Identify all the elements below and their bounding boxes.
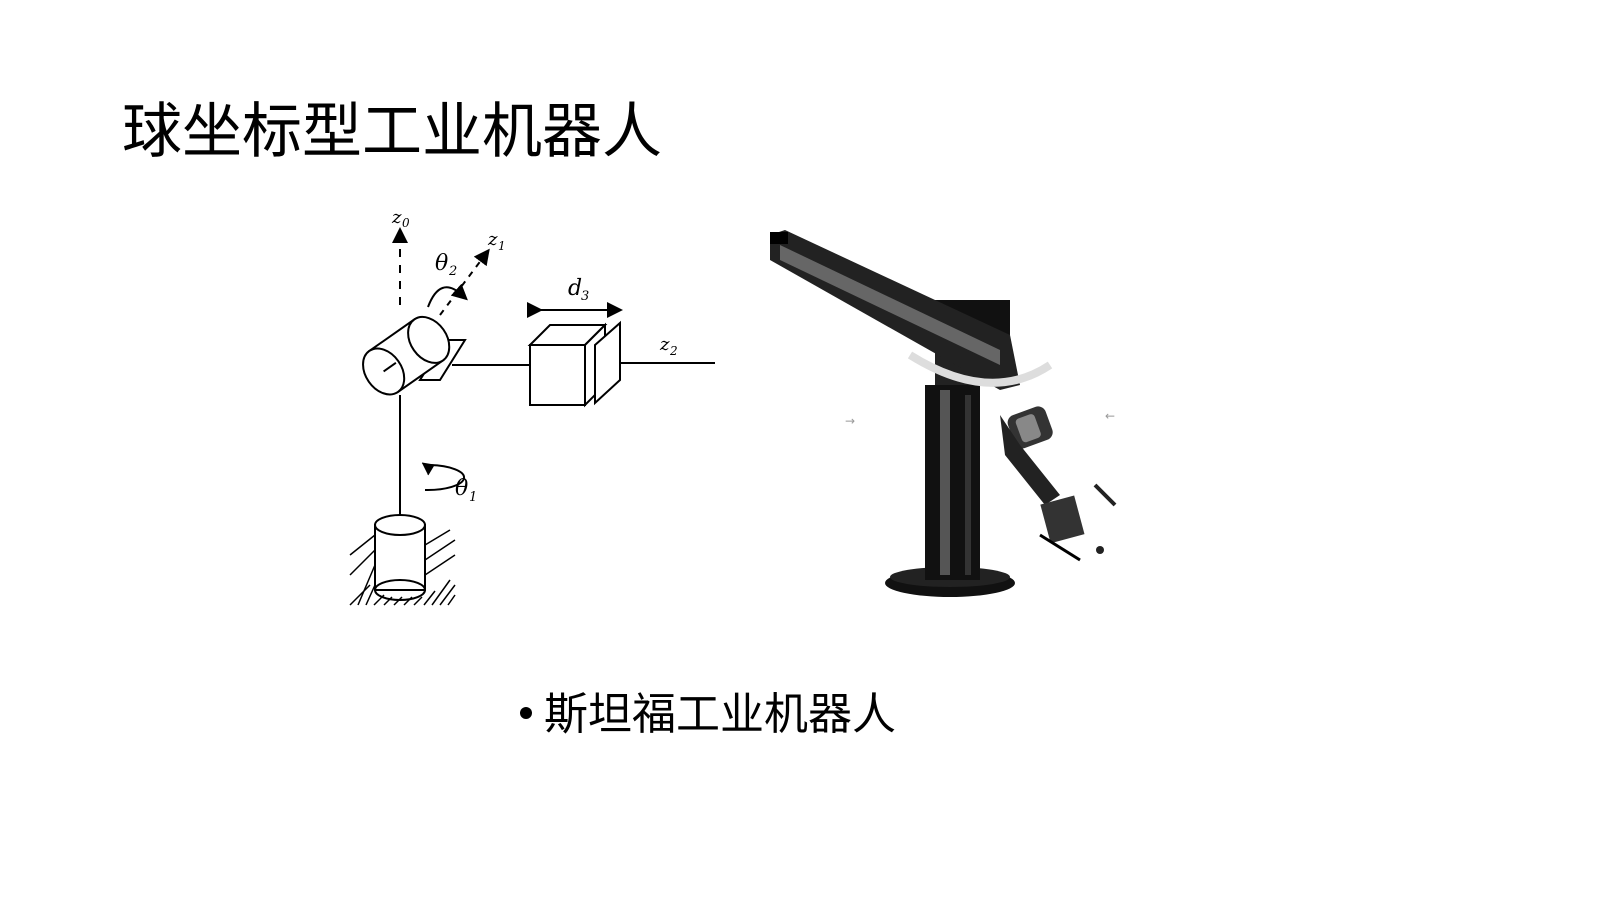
theta1-label: θ [455, 476, 468, 501]
base-cylinder [374, 514, 426, 601]
bullet-item: 斯坦福工业机器人 [520, 690, 896, 740]
theta1-arrowhead [421, 462, 435, 476]
z0-sub: 0 [402, 216, 410, 230]
theta2-label: θ [435, 251, 448, 276]
z0-label: z [391, 207, 402, 228]
svg-text:→: → [845, 414, 855, 428]
stanford-robot-photo: → ← [760, 215, 1180, 625]
d3-sub: 3 [581, 289, 589, 304]
ground-hatching [349, 529, 456, 606]
bullet-text: 斯坦福工业机器人 [544, 689, 896, 740]
d3-label: d [568, 276, 582, 301]
theta2-arc [427, 283, 468, 308]
svg-text:←: ← [1105, 409, 1115, 423]
z1-label: z [487, 229, 498, 250]
theta1-arc [424, 464, 466, 492]
z2-sub: 2 [669, 344, 678, 358]
slide-title: 球坐标型工业机器人 [122, 97, 662, 167]
theta1-sub: 1 [469, 490, 477, 505]
spherical-robot-diagram: z 0 z 1 θ 2 d 3 [349, 207, 715, 606]
shoulder-cylinder [362, 315, 451, 396]
z2-label: z [659, 334, 670, 355]
z1-sub: 1 [498, 239, 506, 253]
bullet-dot [520, 707, 532, 719]
prismatic-box [527, 320, 621, 408]
theta2-sub: 2 [448, 264, 457, 279]
